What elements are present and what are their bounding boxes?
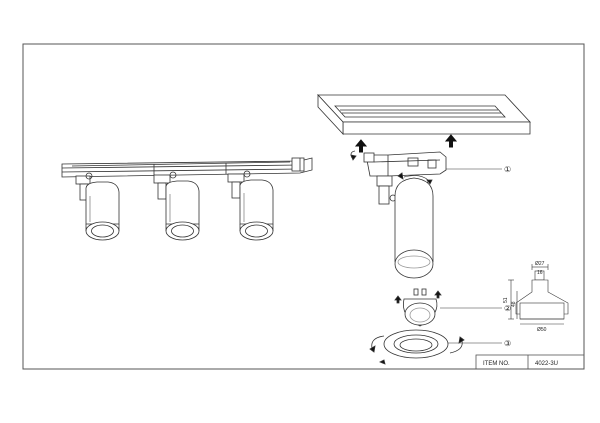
callout-3-label: ③ bbox=[504, 339, 511, 348]
title-block bbox=[475, 354, 585, 370]
adapter-stem bbox=[376, 175, 393, 187]
rotate-icon bbox=[403, 175, 429, 181]
callout-1: ① bbox=[446, 165, 511, 174]
rotate-icon bbox=[449, 340, 463, 354]
adapter-exploded-view bbox=[350, 150, 447, 279]
ceiling-plate bbox=[317, 93, 531, 136]
track-assembly-view bbox=[61, 157, 313, 241]
up-arrow-icon bbox=[354, 139, 368, 153]
dim-base-diameter: Ø50 bbox=[537, 327, 547, 333]
dim-height-a: 51 bbox=[503, 297, 509, 303]
up-arrow-icon bbox=[394, 295, 402, 304]
lamp-exploded bbox=[394, 288, 442, 327]
item-number-label: ITEM NO. bbox=[483, 361, 510, 367]
callout-1-label: ① bbox=[504, 165, 511, 174]
spotlight-3 bbox=[227, 170, 274, 241]
up-arrow-icon bbox=[434, 290, 442, 299]
dim-neck: 16 bbox=[537, 270, 543, 276]
track-adapter bbox=[365, 151, 447, 177]
callout-2-label: ② bbox=[504, 304, 511, 313]
dim-height-b: 48 bbox=[511, 301, 517, 307]
rotate-icon bbox=[371, 335, 385, 349]
track-rail bbox=[61, 157, 313, 178]
up-arrow-icon bbox=[444, 134, 458, 148]
retaining-ring bbox=[369, 329, 465, 365]
lamp-dimension-detail bbox=[508, 264, 569, 325]
callout-2: ② bbox=[440, 304, 511, 313]
mount-arrows bbox=[354, 134, 458, 153]
spotlight-body bbox=[394, 177, 434, 263]
dim-top-diameter: Ø27 bbox=[535, 261, 545, 267]
item-number-value: 4022-3U bbox=[535, 361, 558, 367]
spotlight-1 bbox=[75, 172, 120, 241]
callout-3: ③ bbox=[448, 339, 511, 348]
spotlight-2 bbox=[153, 171, 200, 241]
drawing-frame bbox=[22, 43, 585, 370]
